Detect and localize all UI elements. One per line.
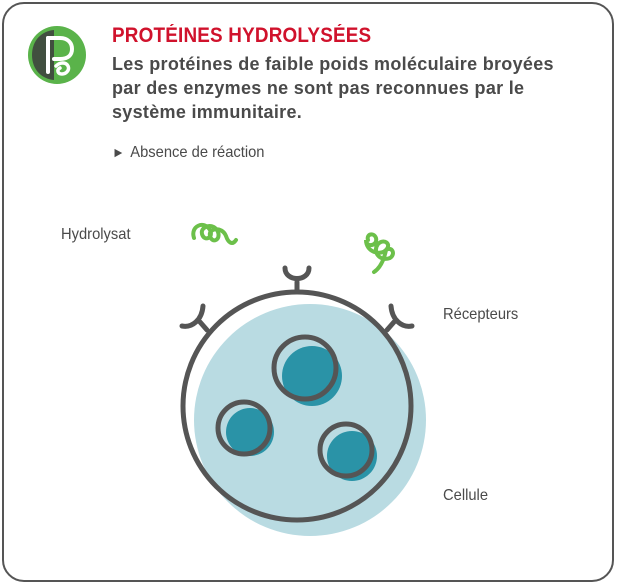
play-arrow-icon: ► bbox=[112, 144, 125, 160]
panel-title: PROTÉINES HYDROLYSÉES bbox=[112, 24, 372, 47]
protein-fragment-coil-left bbox=[191, 222, 238, 245]
vesicle-right-outline bbox=[317, 421, 375, 479]
receptor-right bbox=[384, 303, 415, 333]
vesicle-top-outline bbox=[271, 334, 339, 402]
result-line: ► Absence de réaction bbox=[112, 144, 264, 162]
cell-cytoplasm bbox=[194, 304, 426, 536]
vesicle-left-outline bbox=[215, 399, 273, 457]
protein-logo-icon bbox=[28, 26, 86, 84]
info-card bbox=[2, 2, 614, 582]
label-recepteurs: Récepteurs bbox=[443, 306, 519, 323]
label-cellule: Cellule bbox=[443, 487, 489, 504]
receptor-left bbox=[179, 303, 210, 333]
label-hydrolysat: Hydrolysat bbox=[61, 226, 131, 243]
receptor-top bbox=[282, 265, 312, 295]
protein-fragment-coil-right bbox=[364, 232, 395, 274]
result-text: Absence de réaction bbox=[130, 144, 265, 161]
panel-description: Les protéines de faible poids moléculair… bbox=[112, 54, 554, 122]
